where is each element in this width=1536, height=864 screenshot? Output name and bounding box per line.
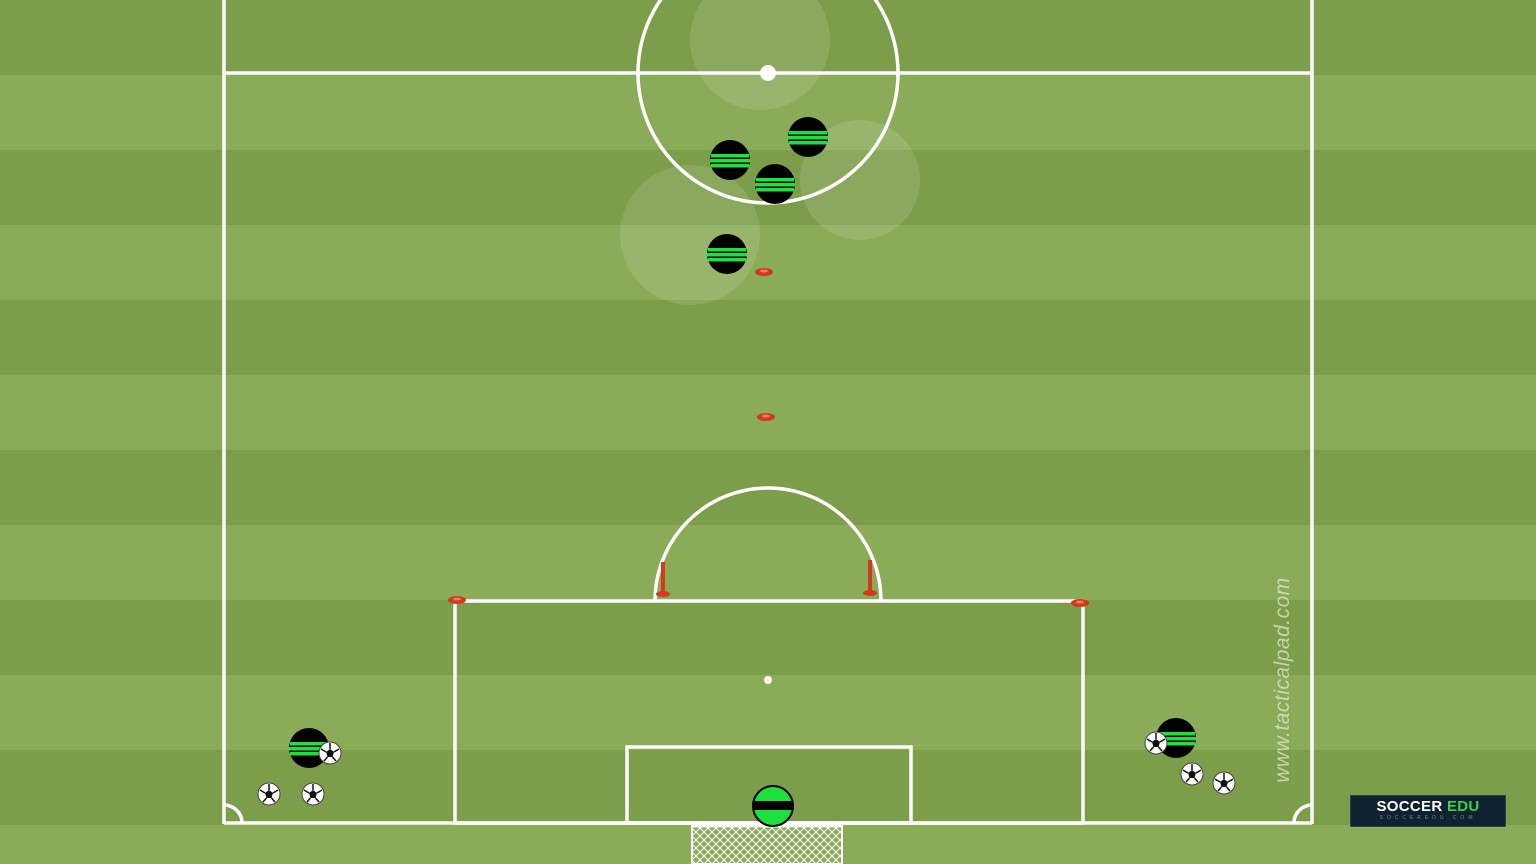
penalty-spot [764,676,772,684]
player-icon[interactable] [755,164,795,204]
player-icon[interactable] [710,140,750,180]
player-icon[interactable] [788,117,828,157]
ball-icon[interactable] [318,741,342,765]
logo-word2: EDU [1446,798,1480,815]
logo-word1: SOCCER [1376,798,1443,815]
goalkeeper-icon[interactable] [752,785,794,827]
soccer-edu-logo: SOCCER EDU SOCCEREDU.COM [1350,795,1506,827]
watermark-url: www.tacticalpad.com [1271,577,1294,783]
player-icon[interactable] [707,234,747,274]
logo-subtitle: SOCCEREDU.COM [1379,815,1477,821]
pole-icon[interactable] [656,562,670,597]
ball-icon[interactable] [1144,731,1168,755]
cone-icon[interactable] [1071,599,1089,607]
ball-icon[interactable] [1180,762,1204,786]
center-spot [760,65,776,81]
goal-net-icon [691,824,843,864]
ball-icon[interactable] [1212,771,1236,795]
cone-icon[interactable] [757,413,775,421]
cone-icon[interactable] [448,596,466,604]
ball-icon[interactable] [301,782,325,806]
pole-icon[interactable] [863,560,877,596]
cone-icon[interactable] [755,268,773,276]
ball-icon[interactable] [257,782,281,806]
logo-title: SOCCER EDU [1351,798,1505,815]
